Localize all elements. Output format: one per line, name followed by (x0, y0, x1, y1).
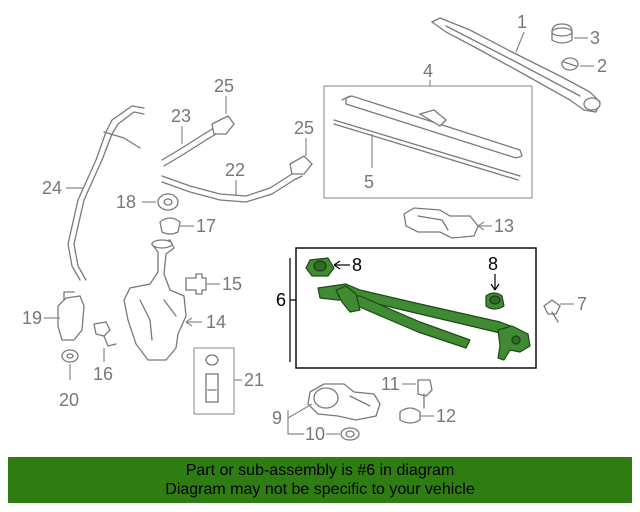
callout-19: 19 (22, 308, 60, 328)
callout-2: 2 (580, 56, 607, 76)
callout-24: 24 (42, 178, 84, 198)
svg-text:12: 12 (436, 406, 456, 426)
part-6-wiper-linkage[interactable] (305, 257, 531, 361)
part-13-bracket[interactable] (403, 207, 479, 239)
callout-14: 14 (185, 312, 226, 332)
part-5-blade-refill[interactable] (333, 119, 521, 181)
callout-15: 15 (206, 274, 242, 294)
banner-line-2: Diagram may not be specific to your vehi… (165, 481, 475, 498)
svg-text:13: 13 (494, 216, 514, 236)
callout-7: 7 (560, 294, 587, 314)
callout-10: 10 (305, 424, 340, 444)
callout-8-left: 8 (333, 255, 362, 275)
callout-22: 22 (225, 160, 245, 196)
svg-text:8: 8 (352, 255, 362, 275)
svg-text:19: 19 (22, 308, 42, 328)
callout-11: 11 (381, 374, 416, 394)
svg-text:1: 1 (517, 12, 527, 32)
callout-12: 12 (420, 406, 456, 426)
part-14-washer-reservoir[interactable] (123, 239, 187, 361)
part-21-level-sensor[interactable] (193, 347, 235, 415)
callout-17: 17 (180, 216, 216, 236)
part-1-wiper-arm[interactable] (430, 17, 601, 113)
part-10-nut[interactable] (340, 427, 360, 441)
svg-text:18: 18 (116, 192, 136, 212)
svg-text:16: 16 (93, 364, 113, 384)
svg-text:25: 25 (214, 76, 234, 96)
part-24-washer-hose[interactable] (67, 105, 145, 281)
callout-1: 1 (515, 12, 527, 53)
part-11-bolt[interactable] (417, 379, 433, 409)
callout-23: 23 (171, 106, 191, 144)
part-3-cap[interactable] (551, 23, 573, 44)
callout-25a: 25 (214, 76, 234, 114)
part-7-bolt[interactable] (543, 299, 561, 323)
svg-text:8: 8 (488, 254, 498, 274)
svg-text:25: 25 (294, 118, 314, 138)
wiper-system-diagram: 1 3 2 4 5 13 (22, 12, 607, 444)
svg-text:21: 21 (244, 370, 264, 390)
part-2-nut[interactable] (561, 57, 579, 71)
callout-3: 3 (574, 28, 600, 48)
callout-5: 5 (364, 134, 374, 192)
part-25-clip-b[interactable] (289, 155, 313, 175)
svg-text:6: 6 (276, 290, 286, 310)
svg-text:22: 22 (225, 160, 245, 180)
svg-text:2: 2 (597, 56, 607, 76)
info-banner: Part or sub-assembly is #6 in diagram Di… (8, 457, 632, 503)
svg-text:7: 7 (577, 294, 587, 314)
part-4-wiper-blade[interactable] (341, 95, 523, 159)
part-23-hose[interactable] (161, 127, 217, 167)
svg-text:11: 11 (381, 374, 400, 394)
callout-20: 20 (59, 364, 79, 410)
svg-text:14: 14 (206, 312, 226, 332)
svg-text:10: 10 (305, 424, 325, 444)
part-9-wiper-motor[interactable] (307, 383, 381, 421)
svg-text:4: 4 (423, 61, 433, 81)
callout-25b: 25 (294, 118, 314, 156)
part-18-cap[interactable] (157, 193, 179, 211)
part-19-washer-pump[interactable] (57, 291, 85, 341)
svg-text:9: 9 (272, 408, 282, 428)
callout-21: 21 (234, 370, 264, 390)
part-15-clip[interactable] (185, 273, 207, 295)
callout-13: 13 (477, 216, 514, 236)
callout-8-right: 8 (488, 254, 500, 291)
part-25-clip-a[interactable] (211, 115, 235, 135)
banner-line-1: Part or sub-assembly is #6 in diagram (185, 462, 455, 479)
svg-text:24: 24 (42, 178, 62, 198)
part-4-wiper-blade-box: 4 (323, 61, 533, 199)
part-17-grommet[interactable] (159, 217, 181, 235)
svg-text:23: 23 (171, 106, 191, 126)
svg-text:5: 5 (364, 172, 374, 192)
svg-text:3: 3 (590, 28, 600, 48)
callout-18: 18 (116, 192, 156, 212)
part-6-box: 6 (276, 247, 537, 369)
callout-9: 9 (272, 403, 313, 435)
callout-16: 16 (93, 348, 113, 384)
svg-text:17: 17 (196, 216, 216, 236)
part-12-grommet[interactable] (399, 407, 421, 424)
svg-text:15: 15 (222, 274, 242, 294)
part-16-bolt[interactable] (93, 321, 117, 347)
svg-text:20: 20 (59, 390, 79, 410)
part-20-grommet[interactable] (61, 349, 79, 363)
